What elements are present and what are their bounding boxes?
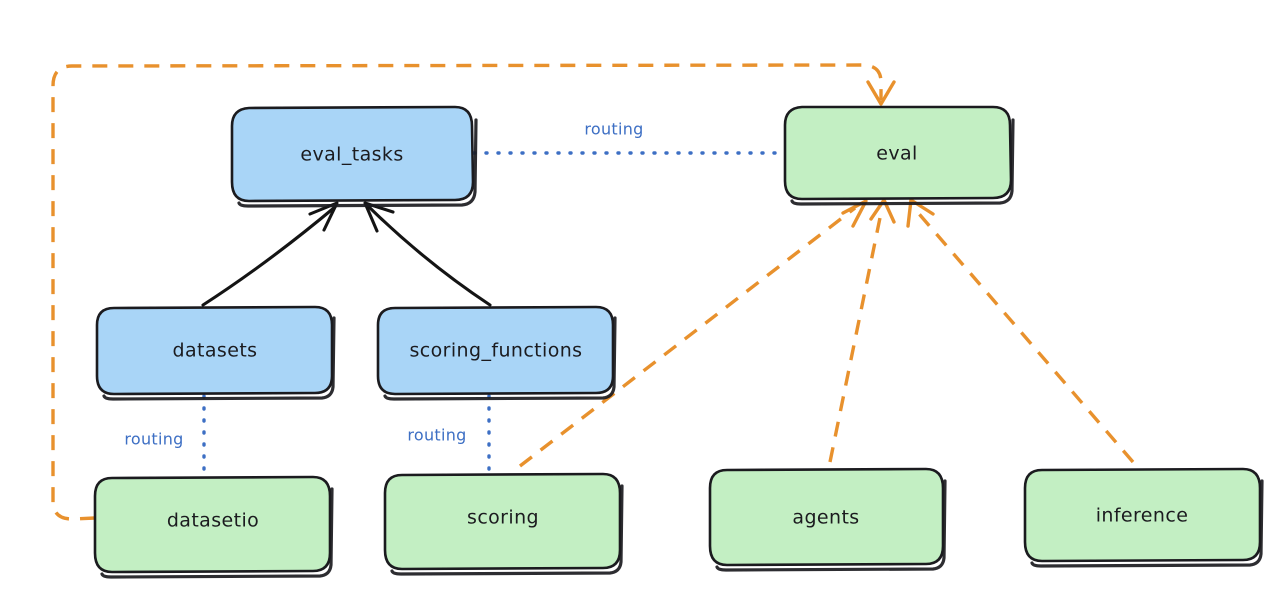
node-label-scoring: scoring <box>467 507 539 529</box>
edge-datasetio-to-eval <box>51 63 896 521</box>
edge-datasets-to-eval_tasks <box>201 201 339 307</box>
node-scoring_functions[interactable]: scoring_functions <box>376 305 617 401</box>
node-scoring[interactable]: scoring <box>383 472 624 576</box>
edge-scoring_functions-to-eval_tasks <box>363 201 492 307</box>
node-label-eval_tasks: eval_tasks <box>300 144 403 166</box>
edge-label-routing-scoring: routing <box>407 426 466 445</box>
node-label-agents: agents <box>792 507 859 529</box>
node-label-scoring_functions: scoring_functions <box>410 340 583 362</box>
edge-scoring-to-eval <box>518 199 868 468</box>
node-label-datasets: datasets <box>173 340 258 362</box>
edge-label-routing-datasetio: routing <box>124 430 183 449</box>
node-agents[interactable]: agents <box>708 467 947 572</box>
edge-label-routing-eval: routing <box>584 120 643 139</box>
node-label-eval: eval <box>876 143 917 165</box>
node-eval[interactable]: eval <box>783 105 1015 206</box>
node-eval_tasks[interactable]: eval_tasks <box>230 105 478 208</box>
node-label-datasetio: datasetio <box>167 510 259 532</box>
node-inference[interactable]: inference <box>1023 467 1264 568</box>
node-datasetio[interactable]: datasetio <box>93 475 334 579</box>
edge-inference-to-eval <box>906 198 1135 464</box>
node-datasets[interactable]: datasets <box>95 305 336 401</box>
edge-agents-to-eval <box>828 198 896 463</box>
node-label-inference: inference <box>1096 505 1189 527</box>
